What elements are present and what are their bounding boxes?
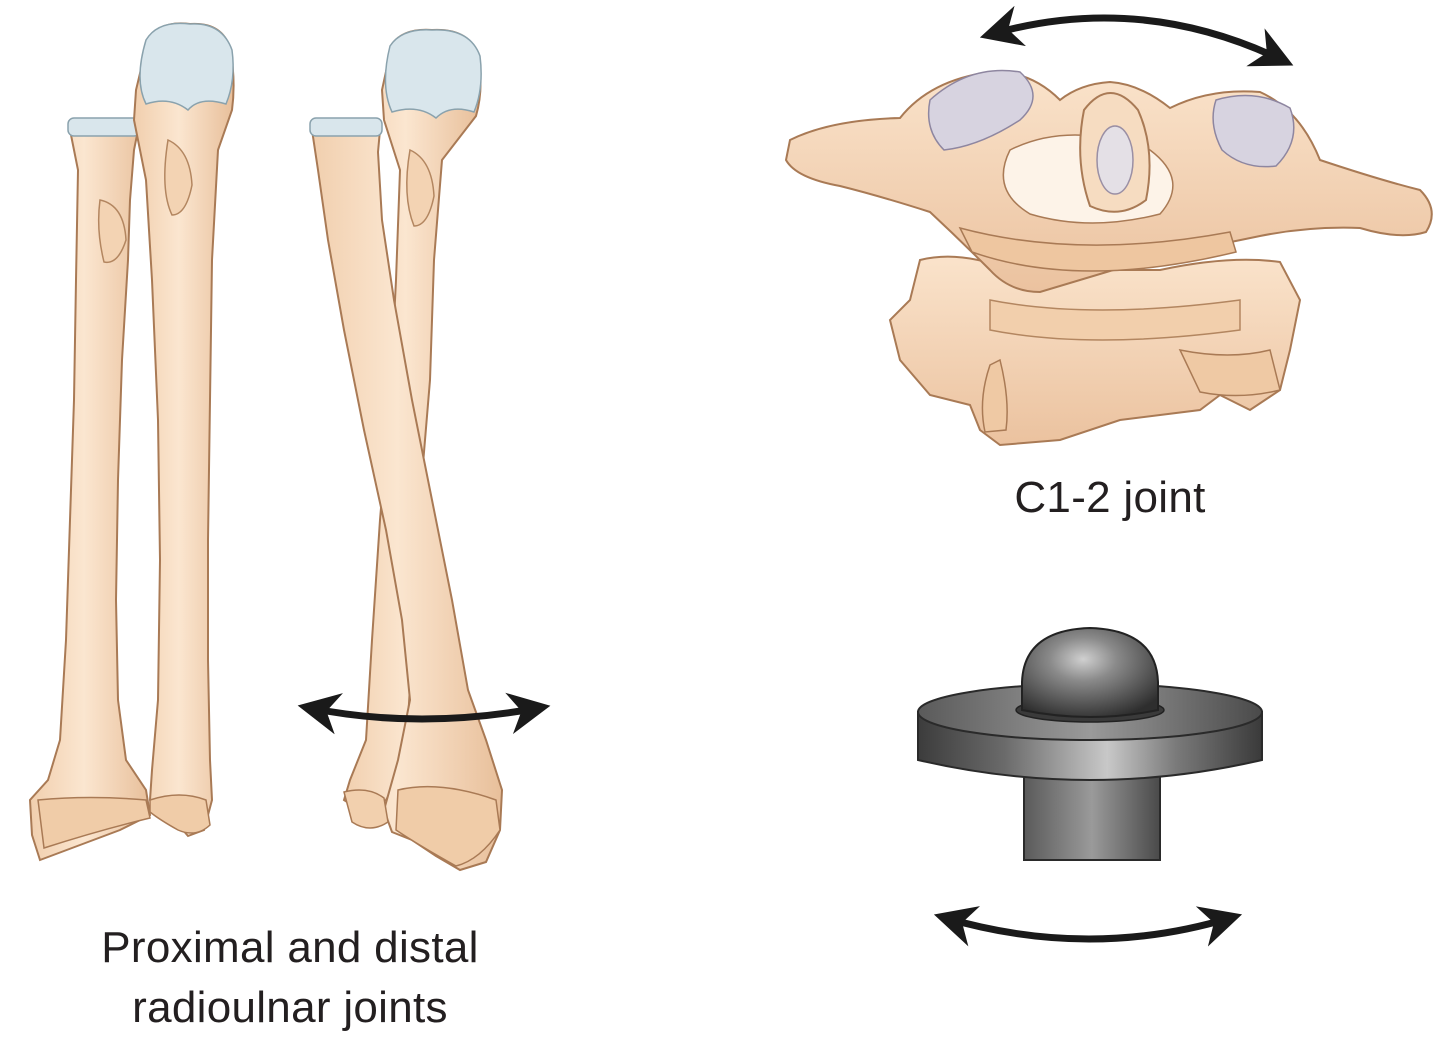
pivot-shaft: [1023, 767, 1161, 861]
axis-vertebra: [888, 255, 1302, 447]
radius-bone-pronated: [310, 129, 504, 872]
pivot-rotation-arrow: [933, 906, 1243, 947]
ulna-cartilage-pronated: [384, 29, 482, 119]
radial-head-cartilage: [67, 117, 141, 137]
c1-2-caption-text: C1-2 joint: [1014, 473, 1206, 522]
radioulnar-pronated-illustration: [297, 28, 551, 872]
atlas-rotation-arrow: [979, 5, 1294, 67]
radioulnar-supinated-illustration: [28, 22, 235, 862]
right-articular-facet: [1212, 94, 1295, 168]
radius-bone: [28, 129, 152, 862]
dens-facet: [1096, 125, 1134, 195]
ulna-trochlear-cartilage: [139, 22, 234, 112]
pivot-dome: [1021, 626, 1159, 718]
radioulnar-caption: Proximal and distal radioulnar joints: [20, 918, 560, 1038]
ulna-bone: [132, 22, 235, 838]
forearm-rotation-arrow: [297, 692, 551, 735]
left-articular-facet: [927, 69, 1034, 151]
atlantoaxial-illustration: [784, 5, 1433, 447]
radioulnar-caption-line1: Proximal and distal: [101, 923, 479, 972]
radial-tuberosity: [97, 199, 127, 264]
pivot-mechanical-model: [917, 626, 1263, 947]
c1-2-caption: C1-2 joint: [900, 470, 1320, 526]
radioulnar-caption-line2: radioulnar joints: [132, 983, 448, 1032]
